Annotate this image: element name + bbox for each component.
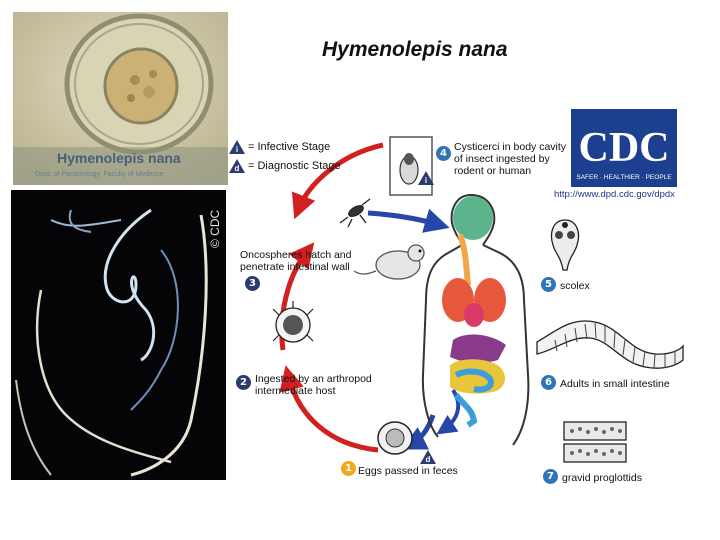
cdc-copyright: © CDC (208, 209, 222, 248)
adult-worms-photo (11, 190, 226, 480)
cdc-url-link[interactable]: http://www.dpd.cdc.gov/dpdx (554, 189, 675, 200)
egg-photo-caption: Hymenolepis nana (57, 150, 181, 166)
cdc-logo: CDC SAFER · HEALTHIER · PEOPLE (571, 109, 677, 187)
legend-diagnostic-label: = Diagnostic Stage (248, 160, 341, 172)
rodent-illustration (353, 244, 425, 280)
scolex-illustration (550, 219, 580, 271)
cycle-arrow-red (279, 365, 379, 453)
cdc-tagline: SAFER · HEALTHIER · PEOPLE (576, 174, 672, 181)
step-5-badge: 5 (541, 277, 556, 292)
egg-photo-subcaption: Dept. of Parasitology, Faculty of Medici… (35, 171, 164, 178)
adult-worm-illustration (536, 320, 684, 369)
cycle-arrow-blue (401, 414, 436, 450)
legend-diagnostic-badge: d (229, 159, 249, 175)
step-7-text: gravid proglottids (562, 472, 642, 484)
egg-illustration (377, 421, 413, 455)
cycle-arrow-blue (367, 208, 450, 233)
step-4-badge: 4 (436, 146, 451, 161)
oncosphere-illustration (272, 301, 314, 343)
cdc-logo-text: CDC (579, 125, 670, 171)
step-6-text: Adults in small intestine (560, 378, 670, 390)
lifecycle-diagram (272, 136, 530, 455)
diagnostic-stage-marker: d (420, 450, 438, 466)
cycle-arrow-red (291, 142, 384, 220)
cycle-arrow-blue (436, 388, 461, 435)
step-7-badge: 7 (543, 469, 558, 484)
step-6-badge: 6 (541, 375, 556, 390)
legend-infective-label: = Infective Stage (248, 141, 331, 153)
step-5-text: scolex (560, 280, 590, 292)
human-figure-illustration (421, 194, 530, 446)
gravid-proglottid-illustration (563, 421, 627, 463)
step-2-badge: 2 (236, 375, 251, 390)
egg-photo (13, 12, 228, 185)
step-3-badge: 3 (245, 276, 260, 291)
page-title: Hymenolepis nana (322, 38, 508, 61)
step-1-badge: 1 (341, 461, 356, 476)
insect-illustration (339, 198, 371, 228)
step-1-text: Eggs passed in feces (358, 465, 458, 477)
infective-stage-marker: i (418, 171, 436, 187)
legend-infective-badge: i (229, 140, 249, 156)
